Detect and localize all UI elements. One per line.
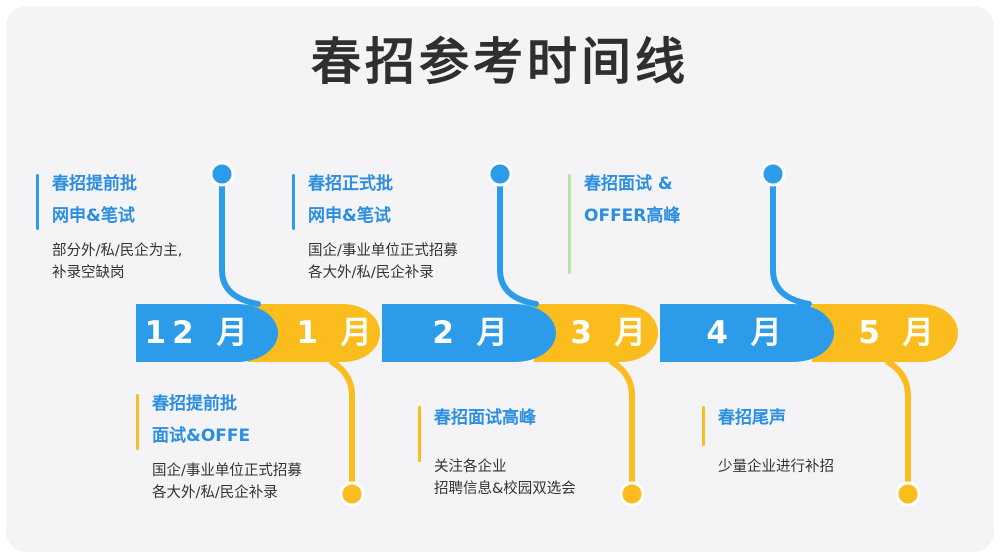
segment-4-month: [660, 304, 834, 362]
pin-bottom-2: [619, 481, 645, 507]
annotation-top-2: 春招正式批 网申&笔试 国企/事业单位正式招募 各大外/私/民企补录: [292, 168, 458, 284]
month-label-4: 4 月: [706, 315, 788, 351]
connector-bottom-3: [885, 359, 911, 497]
month-label-5: 5 月: [858, 315, 940, 351]
pin-bottom-1: [339, 481, 365, 507]
segment-1-month: [248, 304, 380, 362]
description-line: 招聘信息&校园双选会: [434, 481, 576, 497]
annotation-description: 国企/事业单位正式招募 各大外/私/民企补录: [292, 240, 458, 284]
segment-2-month: [382, 304, 556, 362]
connector-top-3: [770, 171, 812, 307]
annotation-heading: 面试&OFFE: [152, 426, 251, 446]
annotation-description: 国企/事业单位正式招募 各大外/私/民企补录: [136, 460, 302, 504]
annotation-description: 关注各企业 招聘信息&校园双选会: [418, 456, 576, 500]
annotation-description: 少量企业进行补招: [702, 456, 834, 478]
annotation-bottom-3: 春招尾声 少量企业进行补招: [702, 402, 834, 478]
annotation-bottom-2: 春招面试高峰 关注各企业 招聘信息&校园双选会: [418, 402, 576, 500]
description-line: 国企/事业单位正式招募: [308, 243, 458, 259]
annotation-bar: [292, 174, 295, 230]
annotation-bar: [418, 406, 421, 462]
annotation-heading: 网申&笔试: [52, 206, 135, 226]
annotation-heading: 春招提前批: [152, 394, 237, 414]
segment-12-month: [136, 304, 278, 362]
annotation-heading: OFFER高峰: [584, 206, 681, 226]
description-line: 补录空缺岗: [52, 265, 125, 281]
annotation-top-1: 春招提前批 网申&笔试 部分外/私/民企为主, 补录空缺岗: [36, 168, 182, 284]
month-label-1: 1 月: [296, 315, 378, 351]
annotation-description: 部分外/私/民企为主, 补录空缺岗: [36, 240, 182, 284]
annotation-bar: [702, 406, 705, 446]
description-line: 各大外/私/民企补录: [152, 485, 278, 501]
annotation-heading: 春招尾声: [718, 408, 786, 428]
connector-top-2: [497, 171, 539, 307]
annotation-bottom-1: 春招提前批 面试&OFFE 国企/事业单位正式招募 各大外/私/民企补录: [136, 388, 302, 504]
description-line: 关注各企业: [434, 459, 507, 475]
annotation-heading: 春招正式批: [308, 174, 393, 194]
annotation-heading: 春招面试 &: [584, 174, 673, 194]
description-line: 各大外/私/民企补录: [308, 265, 434, 281]
month-label-3: 3 月: [570, 315, 652, 351]
pin-top-3: [760, 161, 786, 187]
connector-bottom-2: [609, 359, 635, 497]
connector-top-1: [219, 171, 261, 307]
annotation-bar: [36, 174, 39, 230]
pin-top-1: [209, 161, 235, 187]
connector-bottom-1: [329, 359, 355, 497]
annotation-heading: 春招提前批: [52, 174, 137, 194]
segment-5-month: [812, 304, 958, 362]
annotation-top-3: 春招面试 & OFFER高峰: [568, 168, 681, 274]
month-label-2: 2 月: [432, 315, 514, 351]
pin-top-2: [487, 161, 513, 187]
month-label-12: 12 月: [144, 315, 254, 351]
annotation-bar: [568, 174, 571, 274]
page-title: 春招参考时间线: [311, 33, 689, 91]
pin-bottom-3: [895, 481, 921, 507]
description-line: 部分外/私/民企为主,: [52, 243, 183, 259]
description-line: 少量企业进行补招: [718, 459, 834, 475]
annotation-heading: 春招面试高峰: [434, 408, 536, 428]
annotation-heading: 网申&笔试: [308, 206, 391, 226]
annotation-bar: [136, 394, 139, 450]
segment-3-month: [534, 304, 658, 362]
description-line: 国企/事业单位正式招募: [152, 463, 302, 479]
